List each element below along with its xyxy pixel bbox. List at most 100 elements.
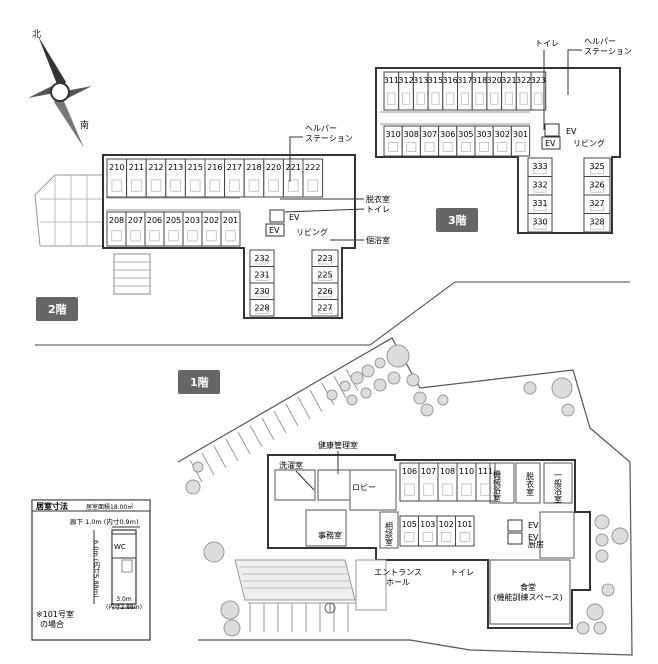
room-215-number: 215	[188, 163, 203, 172]
dining-room	[489, 559, 571, 625]
floor1-badge: 1階	[190, 375, 209, 389]
compass-south-label: 南	[80, 119, 89, 131]
room-230: 230	[249, 282, 275, 300]
room-212: 212	[145, 158, 167, 198]
room-108-number: 108	[440, 467, 455, 476]
room-106-number: 106	[402, 467, 417, 476]
tree-25	[611, 527, 629, 545]
room-227: 227	[311, 299, 339, 317]
room-105-number: 105	[402, 520, 417, 529]
floor1-toilet-label: トイレ	[450, 568, 474, 577]
room-201: 201	[220, 211, 241, 247]
room-232: 232	[249, 249, 275, 267]
lobby-area	[349, 469, 397, 511]
room-313: 313	[412, 71, 429, 111]
room-225-number: 225	[317, 271, 332, 280]
room-228: 228	[249, 299, 275, 317]
floor2-ev-a-label: EV	[289, 213, 300, 222]
room-326-number: 326	[589, 181, 604, 190]
general-bath-room	[543, 462, 573, 504]
tree-7	[350, 371, 364, 385]
floor3-ev-b-label: EV	[545, 139, 556, 148]
room-105: 105	[399, 515, 419, 547]
room-217: 217	[224, 158, 245, 198]
footnote: ※101号室の場合	[36, 609, 74, 629]
room-213-number: 213	[168, 163, 183, 172]
tree-6	[339, 380, 351, 392]
room-226-number: 226	[317, 287, 332, 296]
room-303: 303	[474, 125, 494, 157]
room-101-number: 101	[457, 520, 472, 529]
room-110: 110	[456, 462, 477, 502]
tree-0	[185, 479, 201, 495]
room-315: 315	[427, 71, 444, 111]
room-308: 308	[401, 125, 421, 157]
room-dimension-title: 居室寸法	[36, 501, 68, 511]
room-322-number: 322	[516, 76, 531, 85]
floor3-badge: 3階	[448, 213, 467, 227]
tree-11	[387, 371, 401, 385]
room-207: 207	[125, 211, 146, 247]
floor2-helper-station-label: ヘルパーステーション	[305, 124, 353, 143]
room-103-number: 103	[420, 520, 435, 529]
room-325-number: 325	[589, 162, 604, 171]
tree-26	[601, 583, 615, 597]
kitchen-room	[539, 511, 575, 559]
room-106: 106	[399, 462, 420, 502]
tree-13	[360, 387, 372, 399]
tree-4	[223, 619, 241, 637]
room-232-number: 232	[254, 254, 269, 263]
room-323: 323	[530, 71, 547, 111]
tree-8	[361, 364, 375, 378]
floor2-toilet-label: トイレ	[366, 205, 390, 214]
floor3-helper-station-label: ヘルパーステーション	[584, 37, 632, 56]
floor3-ev-a-label: EV	[566, 127, 577, 136]
tree-14	[346, 394, 358, 406]
room-212-number: 212	[148, 163, 163, 172]
consult-label: 相談室	[385, 521, 394, 546]
room-218-number: 218	[246, 163, 261, 172]
room-327: 327	[583, 194, 611, 214]
room-307: 307	[419, 125, 440, 157]
room-210-number: 210	[109, 163, 124, 172]
floor2-bath-label: 個浴室	[366, 235, 390, 245]
laundry-label: 洗濯室	[279, 460, 303, 470]
tree-22	[594, 514, 610, 530]
room-322: 322	[515, 71, 532, 111]
machine-bath-label: 機械浴室	[493, 469, 502, 502]
trees	[185, 344, 629, 637]
room-327-number: 327	[589, 199, 604, 208]
room-301: 301	[510, 125, 531, 157]
room-317-number: 317	[457, 76, 472, 85]
room-320-number: 320	[487, 76, 502, 85]
compass-rose: 北 南	[28, 29, 92, 148]
changing-room-label: 脱衣室	[526, 471, 535, 496]
room-303-number: 303	[476, 130, 491, 139]
room-205-number: 205	[166, 216, 181, 225]
room-213: 213	[165, 158, 186, 198]
room-321: 321	[501, 71, 517, 111]
floor2-changing-room-label: 脱衣室	[366, 194, 390, 204]
room-102: 102	[436, 515, 456, 547]
depth-note: 6.0m (内寸5.88m)	[92, 540, 100, 598]
tree-27	[586, 603, 604, 621]
office-label: 事務室	[318, 530, 342, 540]
room-102-number: 102	[439, 520, 454, 529]
room-217-number: 217	[227, 163, 242, 172]
machine-bath-room	[489, 462, 515, 504]
room-328-number: 328	[589, 218, 604, 227]
room-221-number: 221	[286, 163, 301, 172]
room-216: 216	[204, 158, 226, 198]
room-231: 231	[249, 266, 275, 284]
floor-divider-line	[35, 281, 630, 346]
room-316-number: 316	[443, 76, 458, 85]
room-302-number: 302	[495, 130, 510, 139]
room-312-number: 312	[398, 76, 413, 85]
room-313-number: 313	[413, 76, 428, 85]
room-210: 210	[106, 158, 128, 198]
